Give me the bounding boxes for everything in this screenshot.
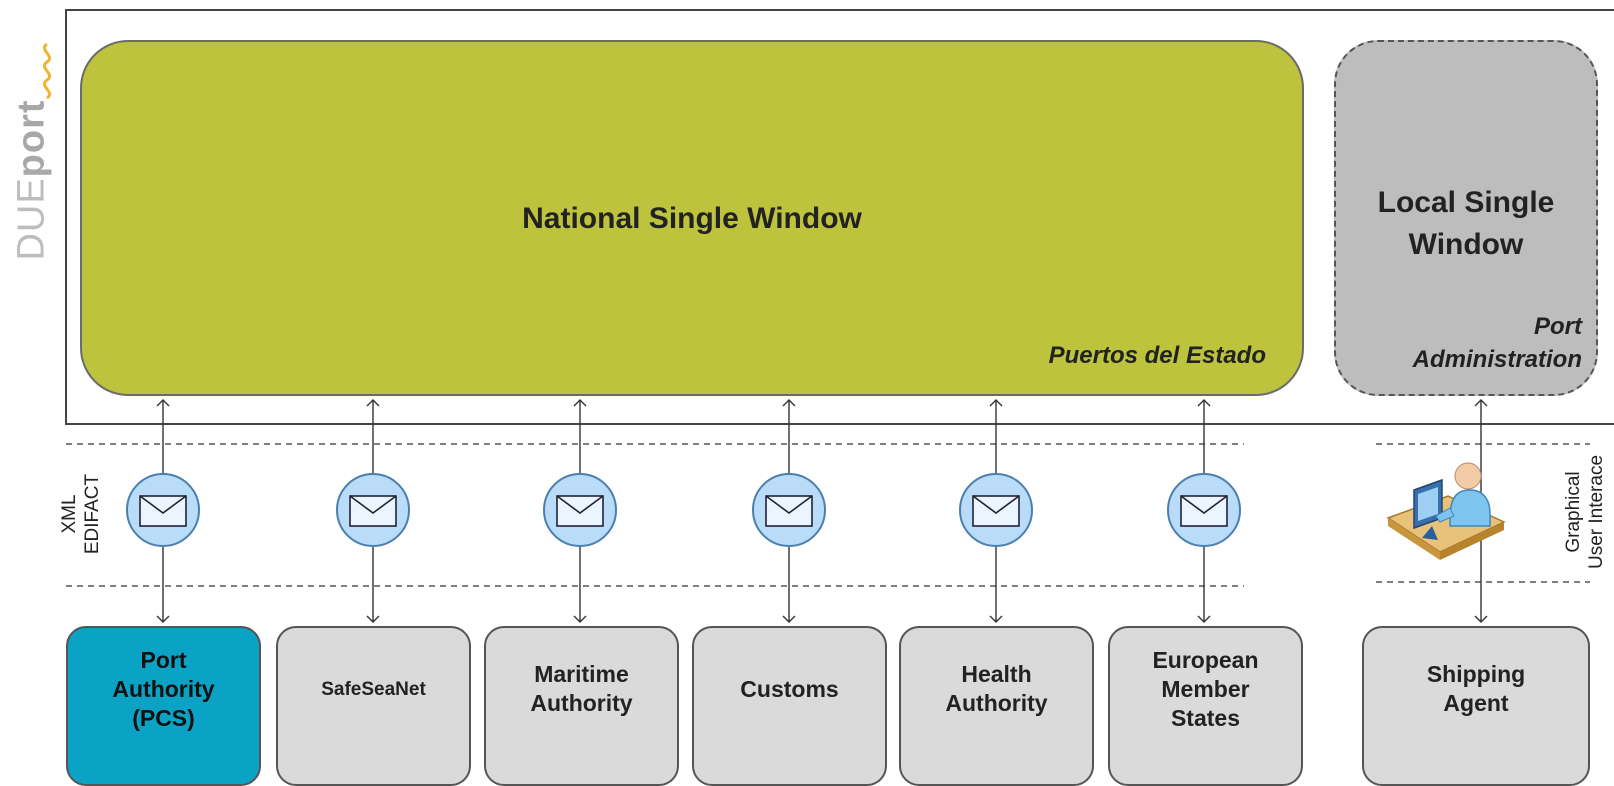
national-single-window: National Single Window Puertos del Estad… xyxy=(80,40,1304,396)
participant-label: Customs xyxy=(740,675,839,702)
participant-label: Shipping Agent xyxy=(1426,661,1526,716)
envelope-icon xyxy=(1167,473,1241,547)
participant-safeseanet: SafeSeaNet xyxy=(276,626,471,786)
logo-text-bold: port xyxy=(10,99,53,178)
system-frame xyxy=(65,9,1614,425)
envelope-icon xyxy=(126,473,200,547)
dueport-logo: DUEport xyxy=(4,40,60,320)
local-window-title-line1: Local Single xyxy=(1377,186,1555,219)
participant-health-authority: Health Authority xyxy=(899,626,1094,786)
gui-label-line1: Graphical xyxy=(1563,471,1584,553)
envelope-icon xyxy=(752,473,826,547)
participant-label: European Member States xyxy=(1152,646,1259,731)
participant-european-member-states: European Member States xyxy=(1108,626,1303,786)
local-window-owner-line1: Port xyxy=(1534,313,1582,340)
participant-label: SafeSeaNet xyxy=(321,678,426,700)
logo-text: DUEport xyxy=(11,99,54,260)
local-window-title-line2: Window xyxy=(1408,228,1524,261)
local-window-title: Local Single Window xyxy=(1336,182,1596,266)
user-at-computer-icon xyxy=(1386,462,1506,560)
participant-customs: Customs xyxy=(692,626,887,786)
logo-text-light: DUE xyxy=(10,177,53,261)
gui-label-line2: User Interace xyxy=(1586,454,1607,570)
envelope-icon xyxy=(336,473,410,547)
national-window-owner: Puertos del Estado xyxy=(1048,342,1266,369)
envelope-icon xyxy=(959,473,1033,547)
participant-shipping-agent: Shipping Agent xyxy=(1362,626,1590,786)
gui-label: Graphical User Interace xyxy=(1562,455,1608,569)
envelope-icon xyxy=(543,473,617,547)
edifact-label: EDIFACT xyxy=(82,473,103,555)
local-window-owner-line2: Administration xyxy=(1412,346,1582,373)
local-single-window: Local Single Window Port Administration xyxy=(1334,40,1598,396)
local-window-owner: Port Administration xyxy=(1413,310,1582,376)
participant-port-authority: Port Authority (PCS) xyxy=(66,626,261,786)
national-window-title: National Single Window xyxy=(522,202,862,235)
participant-label: Maritime Authority xyxy=(530,661,633,716)
participant-maritime-authority: Maritime Authority xyxy=(484,626,679,786)
participant-label: Health Authority xyxy=(945,661,1048,716)
participant-label: Port Authority (PCS) xyxy=(112,646,215,731)
wave-icon xyxy=(42,42,52,100)
xml-label: XML xyxy=(59,494,80,534)
xml-edifact-label: XML EDIFACT xyxy=(58,474,104,554)
